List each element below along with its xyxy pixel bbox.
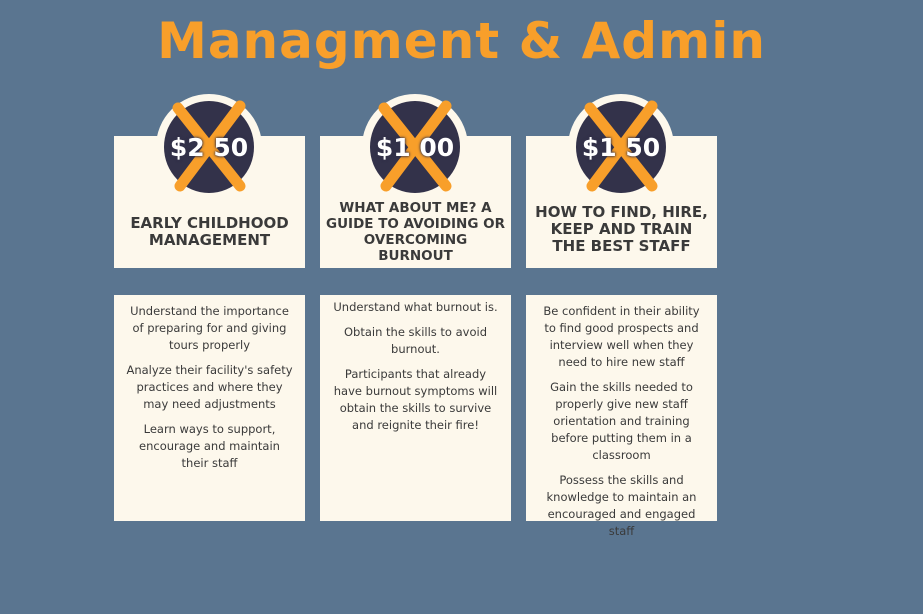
course-outcomes: Understand the importance of preparing f… [114,295,305,521]
course-name: WHAT ABOUT ME? A GUIDE TO AVOIDING OR OV… [326,200,506,264]
course-outcomes: Understand what burnout is.Obtain the sk… [320,295,511,521]
price-badge: $2 50 [169,132,249,162]
crossed-out-x-icon [584,100,658,192]
course-name: EARLY CHILDHOOD MANAGEMENT [130,214,289,249]
course-name: HOW TO FIND, HIRE, KEEP AND TRAIN THE BE… [535,202,708,255]
crossed-out-x-icon [378,100,452,192]
price-badge: $1 50 [581,132,661,162]
page-title: Managment & Admin [157,12,766,70]
price-badge: $1 00 [375,132,455,162]
course-outcomes: Be confident in their ability to find go… [526,295,717,538]
crossed-out-x-icon [172,100,246,192]
